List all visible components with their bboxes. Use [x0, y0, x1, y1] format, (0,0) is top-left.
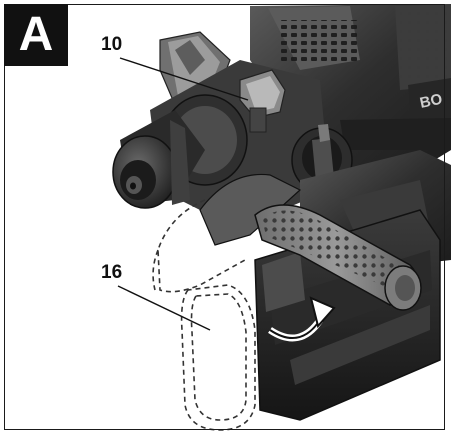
product-marking: BO [418, 91, 444, 112]
leader-line-16 [117, 285, 211, 331]
leader-line-10 [119, 57, 249, 101]
callout-label-10: 10 [101, 34, 123, 55]
locking-lever [239, 69, 286, 133]
handle-alternate-position-outline [152, 199, 256, 431]
figure-frame [4, 4, 445, 430]
figure-letter: A [4, 4, 68, 66]
tool-chuck [112, 110, 205, 209]
depth-stop [159, 31, 231, 106]
rotation-arrow-icon [268, 296, 336, 342]
callout-label-16: 16 [101, 262, 123, 283]
auxiliary-handle [199, 173, 422, 311]
leader-lines [117, 57, 249, 331]
